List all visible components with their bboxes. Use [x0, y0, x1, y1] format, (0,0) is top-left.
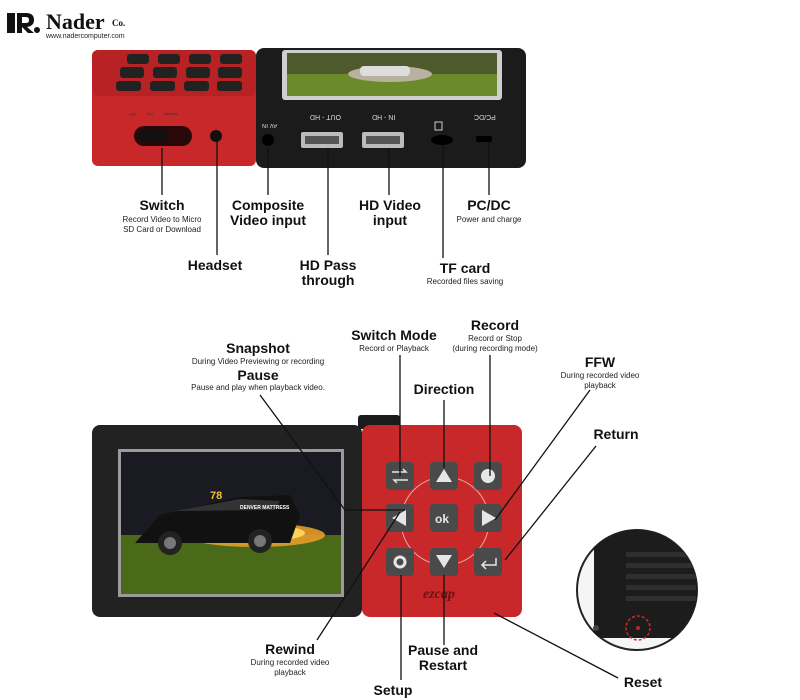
logo: Nader Co. www.nadercomputer.com: [6, 8, 131, 40]
label-rewind-title: Rewind: [265, 641, 315, 657]
label-ffw-title: FFW: [584, 354, 616, 370]
label-tf-desc: Recorded files saving: [426, 277, 504, 286]
bottom-device: [92, 415, 522, 617]
label-pcdc-title: PC/DC: [467, 197, 511, 213]
screen-car-number: 78: [210, 490, 223, 502]
label-record-desc: Record or Stop (during recording mode): [452, 334, 538, 353]
av-in-port[interactable]: [262, 134, 274, 146]
reset-inset: [576, 529, 698, 651]
label-switch-mode-desc: Record or Playback: [359, 344, 429, 353]
up-arrow-icon: [436, 469, 452, 482]
tf-card-icon: [434, 121, 443, 131]
top-leader-lines: [161, 140, 490, 258]
ok-label: ok: [435, 512, 450, 526]
label-rewind-desc: During recorded video playback: [250, 658, 330, 677]
screen-sponsor: DENVER MATTRESS: [240, 505, 290, 511]
headset-jack[interactable]: [210, 130, 222, 142]
record-icon: [481, 469, 495, 483]
left-arrow-icon: [392, 510, 406, 526]
label-pause-restart-title: Pause and Restart: [407, 642, 479, 673]
top-keypad: [116, 54, 242, 91]
label-direction-title: Direction: [413, 381, 475, 397]
right-arrow-icon: [482, 510, 496, 526]
label-snapshot-title: Snapshot: [226, 340, 290, 356]
brand-ezcap: ezcap: [423, 587, 455, 602]
label-hd-pass-title: HD Pass through: [299, 257, 357, 288]
label-pause-desc: Pause and play when playback video.: [191, 383, 325, 392]
logo-url: www.nadercomputer.com: [46, 33, 125, 40]
label-hd-video-title: HD Video input: [359, 197, 421, 228]
tf-card-slot[interactable]: [431, 135, 453, 145]
label-switch-desc: Record Video to Micro SD Card or Downloa…: [122, 215, 202, 234]
down-arrow-icon: [436, 555, 452, 568]
label-tf-title: TF card: [439, 260, 491, 276]
ok-button[interactable]: [430, 504, 458, 532]
control-buttons: [386, 462, 502, 576]
switch-mode-icon: [392, 468, 408, 484]
label-setup-title: Setup: [373, 682, 413, 698]
logo-mark-icon: [7, 13, 40, 33]
usb-port[interactable]: [476, 136, 492, 142]
label-record-title: Record: [470, 317, 520, 333]
logo-name: Nader: [46, 9, 105, 34]
top-device: [92, 48, 526, 168]
label-snapshot-desc: During Video Previewing or recording: [191, 357, 325, 366]
label-pcdc-desc: Power and charge: [456, 215, 522, 224]
label-composite-title: Composite Video input: [230, 197, 306, 228]
logo-suffix: Co.: [112, 18, 126, 28]
label-switch-mode-title: Switch Mode: [351, 327, 437, 343]
reset-highlight: [625, 615, 651, 641]
setup-button[interactable]: [386, 548, 414, 576]
label-reset-title: Reset: [623, 674, 663, 690]
label-return-title: Return: [593, 426, 639, 442]
label-pause-title: Pause: [237, 367, 279, 383]
return-icon: [480, 558, 497, 570]
return-button[interactable]: [474, 548, 502, 576]
gear-icon: [393, 555, 407, 569]
label-headset-title: Headset: [187, 257, 243, 273]
reset-hole[interactable]: [636, 626, 640, 630]
label-ffw-desc: During recorded video playback: [560, 371, 640, 390]
label-switch-title: Switch: [139, 197, 185, 213]
